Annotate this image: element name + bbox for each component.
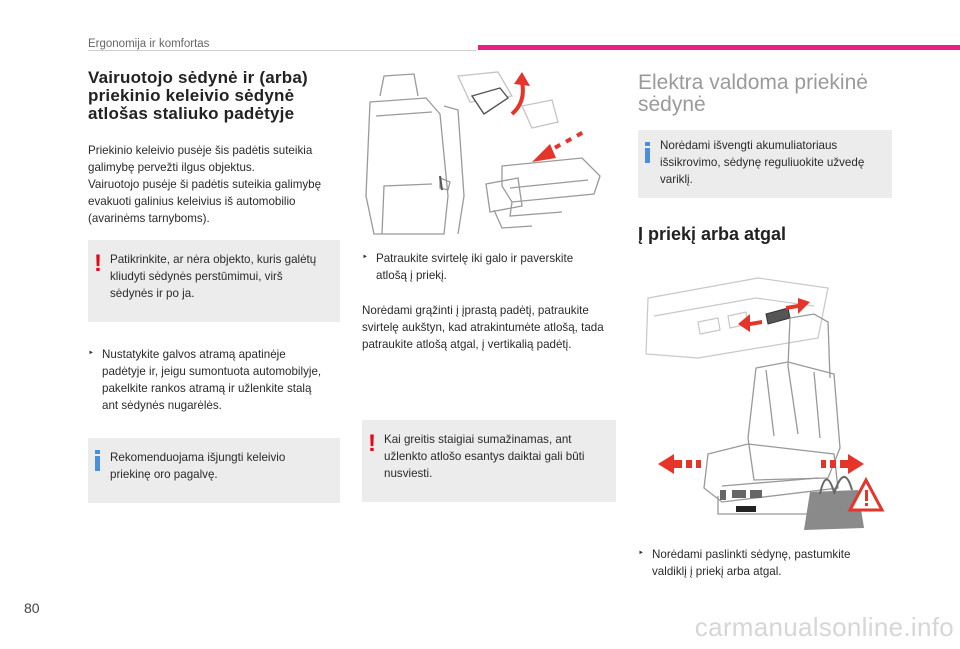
- seat-back-outline: [365, 97, 449, 235]
- header-accent-bar: [478, 45, 960, 50]
- seat-table-illustration: [365, 71, 601, 235]
- lever-handle: [470, 87, 510, 115]
- warning-box: ! Patikrinkite, ar nėra objekto, kuris g…: [88, 240, 340, 322]
- title-line: Vairuotojo sėdynė ir (arba): [88, 68, 308, 87]
- title-line: Elektra valdoma priekinė: [638, 71, 868, 94]
- intro-paragraph: Priekinio keleivio pusėje šis padėtis su…: [88, 144, 322, 225]
- info-box: Norėdami išvengti akumuliatoriaus išsikr…: [638, 130, 892, 198]
- info-box: Rekomenduojama išjungti keleivio priekin…: [88, 438, 340, 503]
- info-icon: [645, 142, 650, 163]
- exclamation-icon: !: [94, 250, 102, 277]
- lift-arrow: [510, 81, 525, 116]
- info-icon: [95, 450, 100, 471]
- bag-icon: [804, 476, 864, 530]
- push-arrow: [532, 131, 584, 162]
- watermark: carmanualsonline.info: [694, 612, 954, 642]
- headrest-outline: [379, 73, 419, 97]
- control-panel-inset: [645, 277, 829, 359]
- step-list-item: ‣ Nustatykite galvos atramą apatinėje pa…: [88, 348, 322, 412]
- arrow-bullet-icon: ‣: [362, 252, 368, 263]
- section-header: Ergonomija ir komfortas: [88, 38, 210, 50]
- step-list-item: ‣ Norėdami paslinkti sėdynę, pastumkite …: [638, 548, 851, 578]
- section-title: Vairuotojo sėdynė ir (arba) priekinio ke…: [88, 69, 338, 123]
- seat-outline: [703, 313, 841, 515]
- subsection-title: Į priekį arba atgal: [638, 224, 787, 244]
- header-divider: [88, 50, 476, 51]
- slide-arrows-small: [738, 298, 810, 332]
- warning-box: ! Kai greitis staigiai sumažinamas, ant …: [362, 420, 616, 502]
- slide-arrows-large: [658, 454, 864, 474]
- section-title: Elektra valdoma priekinė sėdynė: [638, 72, 898, 116]
- switch-knob: [765, 307, 791, 325]
- exclamation-icon: !: [368, 430, 376, 457]
- seat-controls: [720, 490, 762, 512]
- title-line: sėdynė: [638, 93, 706, 116]
- step-list-item: ‣ Patraukite svirtelę iki galo ir pavers…: [362, 252, 574, 282]
- arrow-bullet-icon: ‣: [88, 348, 94, 359]
- return-paragraph: Norėdami grąžinti į įprastą padėtį, patr…: [362, 304, 604, 351]
- title-line: priekinio keleivio sėdynė: [88, 86, 295, 105]
- electric-seat-illustration: [645, 277, 885, 530]
- page-number: 80: [24, 600, 40, 616]
- arrow-bullet-icon: ‣: [638, 548, 644, 559]
- warning-triangle-icon: [847, 476, 885, 512]
- title-line: atlošas staliuko padėtyje: [88, 104, 295, 123]
